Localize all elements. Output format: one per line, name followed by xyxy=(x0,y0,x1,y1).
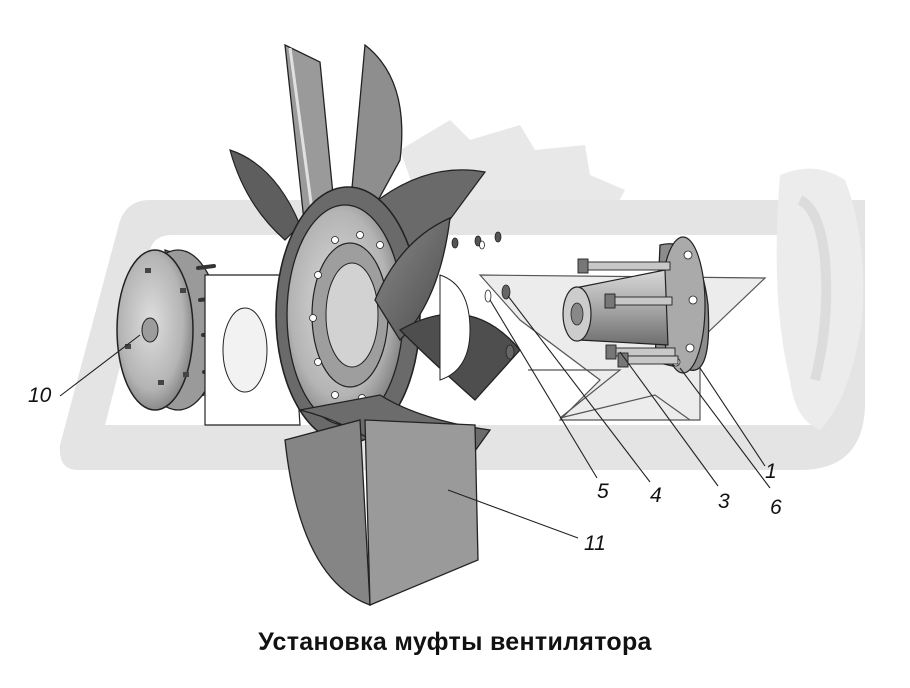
callout-1: 1 xyxy=(765,460,777,483)
adapter-bolt-hole xyxy=(688,295,698,305)
callout-4: 4 xyxy=(650,484,662,507)
nut xyxy=(505,344,515,360)
clutch-bolt-hole xyxy=(125,344,131,349)
nut xyxy=(451,237,459,249)
fan-blade xyxy=(284,419,371,606)
leader-lines xyxy=(59,295,771,539)
fan-blade xyxy=(364,419,479,606)
callout-11: 11 xyxy=(584,532,606,555)
fan-hub-bolt-hole xyxy=(356,231,364,239)
nuts-and-washers-parts-4-5 xyxy=(451,231,515,360)
leader-line-4 xyxy=(507,295,651,483)
callouts: 10 11 5 4 3 1 6 xyxy=(28,384,782,555)
clutch-bolt-hole xyxy=(158,380,164,385)
leader-line-10 xyxy=(59,334,141,397)
clutch-bolt-hole xyxy=(183,372,189,377)
bolt xyxy=(604,293,673,309)
fan-blade xyxy=(374,216,451,342)
fan-hub-bolt-hole xyxy=(331,236,339,244)
leader-line-11 xyxy=(447,489,579,539)
watermark-figure xyxy=(776,168,864,431)
leader-line-6 xyxy=(679,367,771,489)
hub-adapter-part-1 xyxy=(562,236,710,374)
fan-hub-bolt-hole xyxy=(331,391,339,399)
nut xyxy=(501,284,511,300)
leader-line-5 xyxy=(489,299,598,479)
fan-hub-bolt-hole xyxy=(314,358,322,366)
watermark-zigzag xyxy=(528,369,691,421)
callout-6: 6 xyxy=(770,496,782,519)
clutch-center-boss xyxy=(141,317,159,343)
mounting-plate xyxy=(439,274,471,381)
callout-5: 5 xyxy=(597,480,609,503)
nut xyxy=(479,240,485,250)
shaft-end xyxy=(222,307,268,393)
adapter-bore xyxy=(570,302,584,326)
bolt xyxy=(577,258,671,274)
fan-hub-bore xyxy=(325,262,379,368)
fan-hub-bolt-hole xyxy=(309,314,317,322)
fan-hub-bolt-hole xyxy=(376,241,384,249)
callout-3: 3 xyxy=(718,490,730,513)
callout-10: 10 xyxy=(28,384,52,407)
leader-line-3 xyxy=(619,351,719,487)
adapter-bolt-hole xyxy=(683,250,693,260)
leader-line-1 xyxy=(699,367,766,467)
plate-body xyxy=(439,274,471,381)
nut xyxy=(494,231,502,243)
fan-blade-edge xyxy=(288,47,314,211)
clutch-bolt-hole xyxy=(180,288,186,293)
fan-blade xyxy=(349,43,403,216)
watermark-figure-detail xyxy=(797,195,832,382)
fan-hub-bolt-hole xyxy=(314,271,322,279)
adapter-bolt-hole xyxy=(685,343,695,353)
figure-caption: Установка муфты вентилятора xyxy=(258,628,652,656)
clutch-bolt-hole xyxy=(145,268,151,273)
washer xyxy=(484,289,492,303)
fan-impeller-part-11 xyxy=(229,43,521,606)
